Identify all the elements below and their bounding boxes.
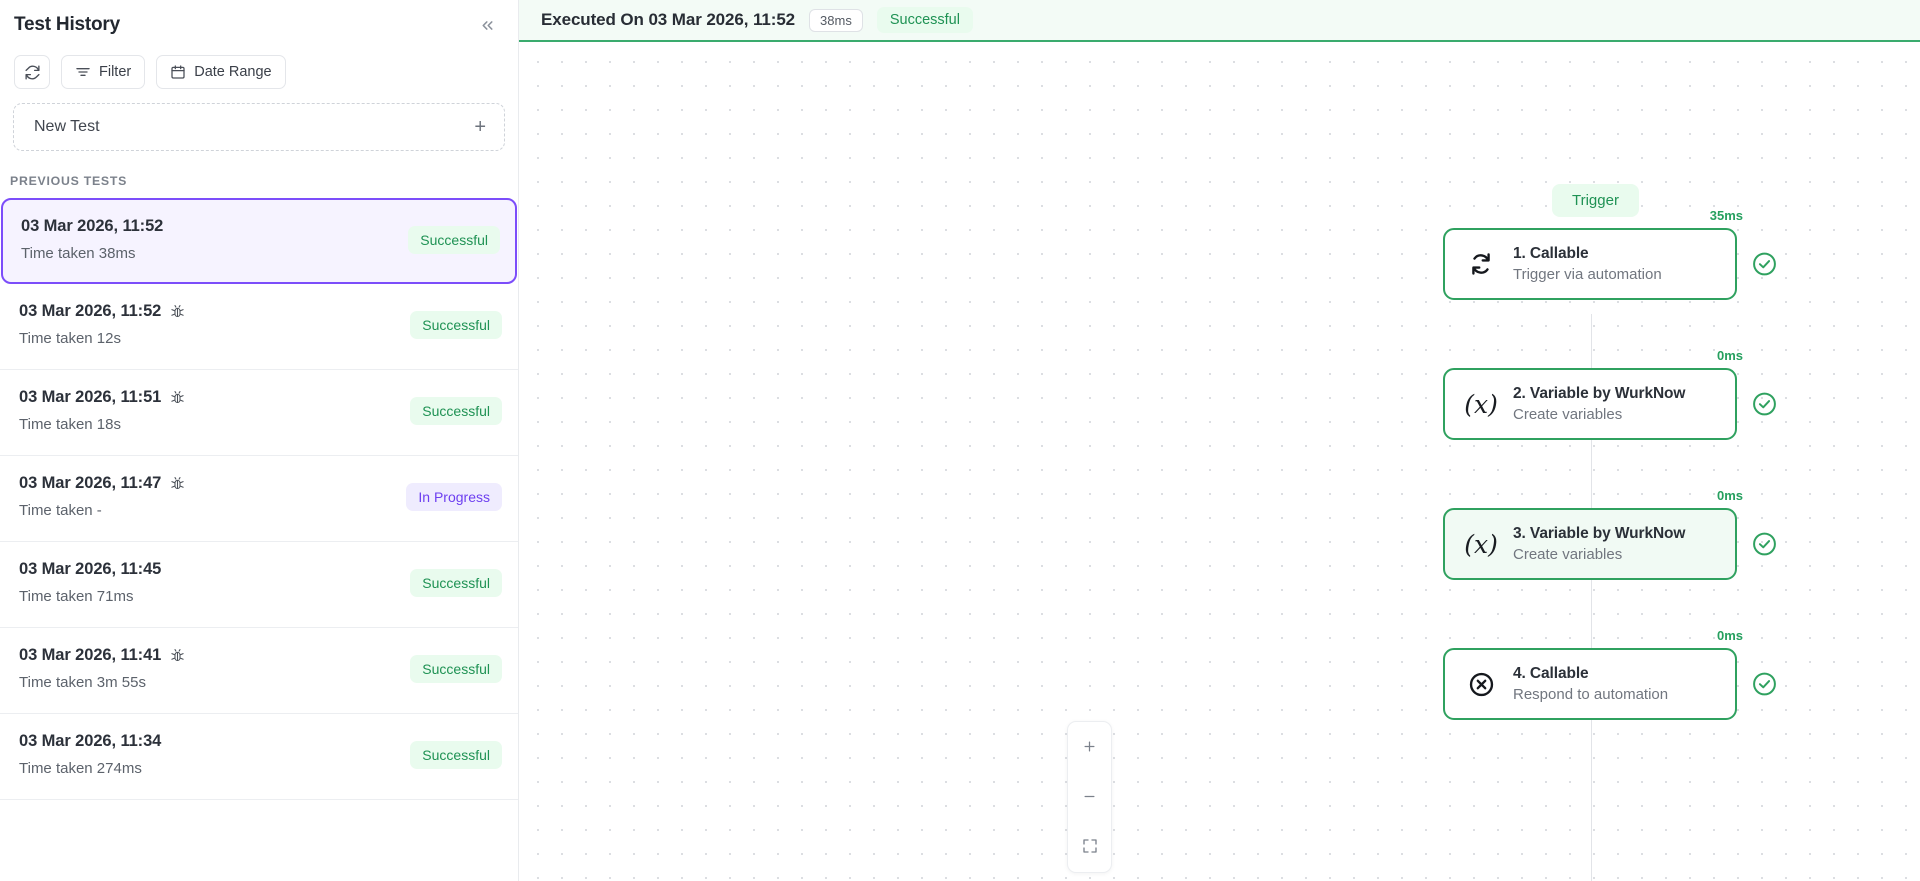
status-badge: Successful xyxy=(408,226,500,254)
sidebar: Test History xyxy=(0,0,519,881)
filter-button[interactable]: Filter xyxy=(61,55,146,89)
test-duration: Time taken 71ms xyxy=(19,588,134,605)
test-date: 03 Mar 2026, 11:47 xyxy=(19,474,162,492)
canvas-dot-grid xyxy=(519,44,1920,881)
flow-connector-line xyxy=(1591,314,1592,881)
check-circle-icon xyxy=(1752,672,1777,697)
filter-icon xyxy=(75,64,91,80)
date-range-label: Date Range xyxy=(194,64,272,80)
bug-icon xyxy=(170,648,185,663)
test-duration: Time taken 18s xyxy=(19,416,121,433)
zoom-controls xyxy=(1067,721,1112,873)
execution-title: Executed On 03 Mar 2026, 11:52 xyxy=(541,10,796,29)
check-circle-icon xyxy=(1752,532,1777,557)
zoom-in-button[interactable] xyxy=(1076,732,1104,760)
check-circle-icon xyxy=(1752,252,1777,277)
bug-icon xyxy=(170,390,185,405)
plus-icon[interactable]: + xyxy=(474,116,486,138)
execution-header: Executed On 03 Mar 2026, 11:52 38ms Succ… xyxy=(519,0,1920,42)
node-title: 4. Callable xyxy=(1513,665,1589,682)
check-circle-icon xyxy=(1752,392,1777,417)
refresh-icon xyxy=(24,64,41,81)
flow-canvas: Executed On 03 Mar 2026, 11:52 38ms Succ… xyxy=(519,0,1920,881)
test-duration: Time taken 12s xyxy=(19,330,121,347)
variable-x-icon: (x) xyxy=(1464,389,1498,419)
test-date: 03 Mar 2026, 11:52 xyxy=(19,302,162,320)
node-subtitle: Create variables xyxy=(1513,546,1623,563)
status-badge: Successful xyxy=(410,311,502,339)
node-duration: 35ms xyxy=(1709,208,1743,223)
test-duration: Time taken 38ms xyxy=(21,245,136,262)
node-duration: 0ms xyxy=(1716,628,1743,643)
previous-tests-heading: PREVIOUS TESTS xyxy=(10,174,128,188)
sync-icon xyxy=(1466,249,1496,279)
test-date: 03 Mar 2026, 11:52 xyxy=(21,217,164,235)
test-duration: Time taken 274ms xyxy=(19,760,142,777)
new-test-button[interactable]: New Test + xyxy=(13,103,505,151)
test-duration: Time taken - xyxy=(19,502,102,519)
status-badge: In Progress xyxy=(406,483,502,511)
status-badge: Successful xyxy=(410,397,502,425)
new-test-label: New Test xyxy=(34,118,100,135)
node-title: 1. Callable xyxy=(1513,245,1589,262)
test-date: 03 Mar 2026, 11:45 xyxy=(19,560,162,578)
date-range-button[interactable]: Date Range xyxy=(156,55,286,89)
test-date: 03 Mar 2026, 11:41 xyxy=(19,646,162,664)
bug-icon xyxy=(170,304,185,319)
test-date: 03 Mar 2026, 11:51 xyxy=(19,388,162,406)
refresh-button[interactable] xyxy=(14,55,50,89)
bug-icon xyxy=(170,476,185,491)
execution-status-badge: Successful xyxy=(876,7,973,33)
node-title: 3. Variable by WurkNow xyxy=(1513,525,1686,542)
status-badge: Successful xyxy=(410,569,502,597)
node-duration: 0ms xyxy=(1716,488,1743,503)
node-duration: 0ms xyxy=(1716,348,1743,363)
sidebar-toolbar: Filter Date Range xyxy=(0,50,518,101)
zoom-out-button[interactable] xyxy=(1076,782,1104,810)
x-circle-icon xyxy=(1466,669,1496,699)
status-badge: Successful xyxy=(410,655,502,683)
node-subtitle: Trigger via automation xyxy=(1513,266,1662,283)
calendar-icon xyxy=(170,64,186,80)
chevron-double-left-icon[interactable] xyxy=(474,12,500,38)
node-subtitle: Create variables xyxy=(1513,406,1623,423)
status-badge: Successful xyxy=(410,741,502,769)
test-date: 03 Mar 2026, 11:34 xyxy=(19,732,162,750)
test-duration: Time taken 3m 55s xyxy=(19,674,146,691)
trigger-badge: Trigger xyxy=(1552,184,1639,217)
node-title: 2. Variable by WurkNow xyxy=(1513,385,1686,402)
filter-label: Filter xyxy=(99,64,132,80)
page-title: Test History xyxy=(14,14,120,35)
sidebar-header: Test History xyxy=(0,0,518,50)
node-subtitle: Respond to automation xyxy=(1513,686,1669,703)
execution-duration-pill: 38ms xyxy=(809,8,863,32)
variable-x-icon: (x) xyxy=(1464,529,1498,559)
fit-view-button[interactable] xyxy=(1076,832,1104,860)
